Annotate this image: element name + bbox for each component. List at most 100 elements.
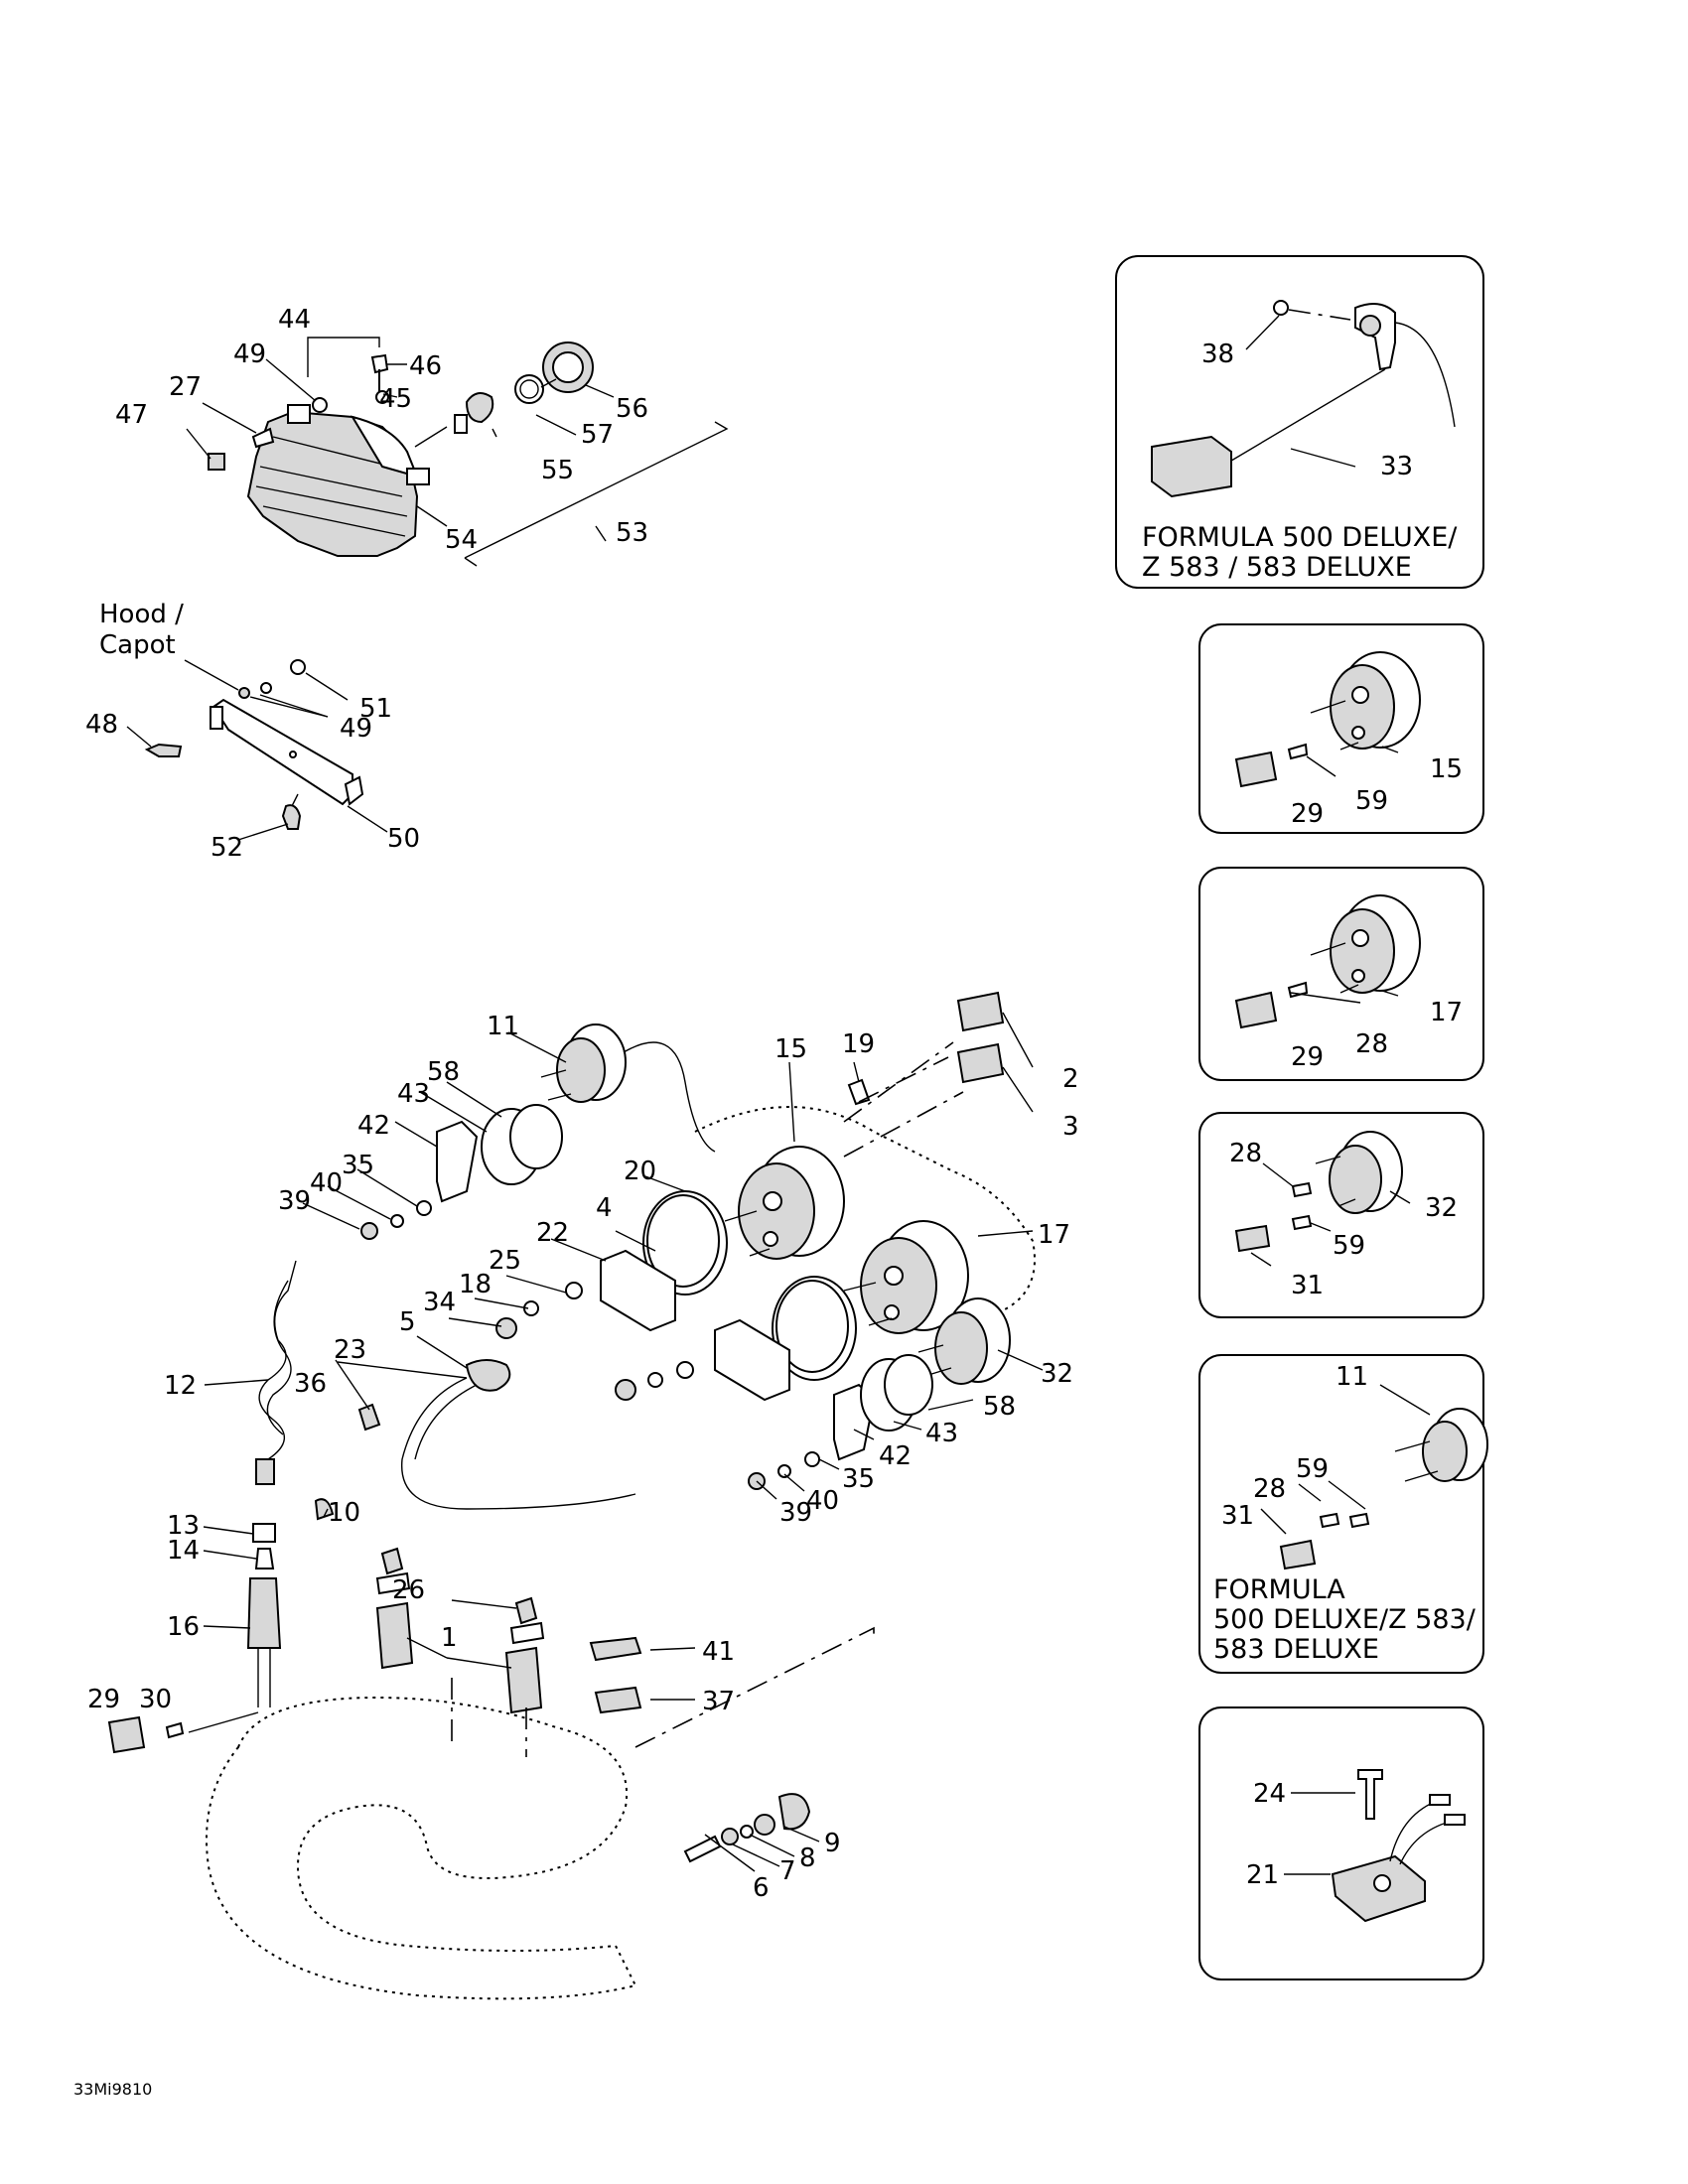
tether-cord <box>107 1260 335 1754</box>
inset-gauge-17 <box>1198 867 1484 1081</box>
callout-28c: 28 <box>1229 1139 1262 1168</box>
connector-31 <box>1234 1224 1271 1253</box>
nut-49 <box>238 687 250 699</box>
hood-label: Hood / <box>99 600 184 629</box>
handlebar-switches <box>206 1547 875 2000</box>
callout-46: 46 <box>409 351 442 381</box>
gauge-11-caption-2: 500 DELUXE/Z 583/ <box>1213 1604 1477 1635</box>
callout-42b: 42 <box>879 1441 912 1471</box>
callout-21: 21 <box>1246 1860 1279 1890</box>
callout-42: 42 <box>357 1111 390 1141</box>
callout-45: 45 <box>379 384 412 414</box>
callout-50: 50 <box>387 824 420 854</box>
callout-3: 3 <box>1062 1112 1079 1142</box>
callout-47: 47 <box>115 400 148 430</box>
inset-fuel-sender <box>1115 255 1484 589</box>
connector-29 <box>1234 751 1278 788</box>
float-33 <box>1151 435 1232 498</box>
bracket-53 <box>464 421 729 559</box>
callout-59: 59 <box>1355 786 1388 816</box>
callout-17b: 17 <box>1430 998 1463 1027</box>
dashboard-gauges <box>360 991 1036 1490</box>
screw-48 <box>144 743 183 757</box>
callout-28d: 28 <box>1253 1474 1286 1504</box>
callout-49b: 49 <box>340 714 372 744</box>
callout-27: 27 <box>169 372 202 402</box>
callout-20: 20 <box>624 1157 656 1186</box>
callout-51: 51 <box>359 694 392 724</box>
callout-35: 35 <box>342 1151 374 1180</box>
washer-49 <box>312 397 328 413</box>
callout-32b: 32 <box>1425 1193 1458 1223</box>
callout-40b: 40 <box>806 1486 839 1516</box>
drawing-code: 33Mi9810 <box>73 2080 152 2099</box>
bulb-55 <box>465 392 494 424</box>
callout-35b: 35 <box>842 1464 875 1494</box>
inset-gauge-15 <box>1198 623 1484 834</box>
callout-39: 39 <box>278 1186 311 1216</box>
callout-32: 32 <box>1041 1359 1073 1389</box>
callout-11b: 11 <box>1336 1362 1368 1392</box>
inset-gauge-11 <box>1198 1354 1488 1674</box>
capot-label: Capot <box>99 630 176 660</box>
clip-41 <box>589 1636 642 1662</box>
callout-13: 13 <box>167 1511 200 1541</box>
callout-5: 5 <box>399 1307 416 1337</box>
callout-38: 38 <box>1201 340 1234 369</box>
callout-11: 11 <box>487 1012 519 1041</box>
callout-57: 57 <box>581 420 614 450</box>
gauge-11-caption-3: 583 DELUXE <box>1213 1634 1379 1665</box>
callout-52: 52 <box>211 833 243 863</box>
callout-59b: 59 <box>1333 1231 1365 1261</box>
callout-58: 58 <box>427 1057 460 1087</box>
callout-59c: 59 <box>1296 1454 1329 1484</box>
callout-43b: 43 <box>925 1419 958 1448</box>
callout-43: 43 <box>397 1079 430 1109</box>
speedometer-cable <box>357 1359 636 1510</box>
callout-53: 53 <box>616 518 648 548</box>
clip-37 <box>594 1686 642 1714</box>
callout-16: 16 <box>167 1612 200 1642</box>
callout-34: 34 <box>423 1288 456 1317</box>
callout-10: 10 <box>328 1498 360 1528</box>
callout-55: 55 <box>541 456 574 485</box>
switch-16 <box>246 1577 282 1649</box>
callout-15: 15 <box>774 1034 807 1064</box>
callout-49: 49 <box>233 340 266 369</box>
gauge-11-caption-1: FORMULA <box>1213 1574 1345 1605</box>
fuel-sender-caption-1: FORMULA 500 DELUXE/ <box>1142 522 1458 553</box>
bracket-44 <box>307 337 380 377</box>
callout-9: 9 <box>824 1829 841 1858</box>
callout-29b: 29 <box>1291 799 1324 829</box>
fuel-sender-caption-2: Z 583 / 583 DELUXE <box>1142 552 1412 583</box>
callout-2: 2 <box>1062 1064 1079 1094</box>
callout-24: 24 <box>1253 1779 1286 1809</box>
callout-37: 37 <box>702 1687 735 1716</box>
ring-57 <box>514 374 544 404</box>
callout-56: 56 <box>616 394 648 424</box>
callout-39b: 39 <box>779 1498 812 1528</box>
callout-17: 17 <box>1038 1220 1070 1250</box>
callout-28b: 28 <box>1355 1029 1388 1059</box>
inset-regulator <box>1198 1706 1484 1980</box>
callout-26: 26 <box>392 1575 425 1605</box>
screw-24 <box>1357 1769 1383 1820</box>
grommet-52 <box>281 804 302 830</box>
headlamp-assembly <box>208 337 729 567</box>
connector-29c <box>107 1715 146 1754</box>
callout-15b: 15 <box>1430 754 1463 784</box>
callout-4: 4 <box>596 1193 613 1223</box>
bracket-50 <box>211 698 353 806</box>
callout-54: 54 <box>445 525 478 555</box>
leader-lines <box>126 315 1431 1875</box>
console-outline <box>694 1106 1036 1331</box>
connector-31b <box>1279 1539 1317 1570</box>
callout-36: 36 <box>294 1369 327 1399</box>
callout-labels: 44 49 27 47 46 45 56 57 55 54 53 Hood / … <box>73 305 1477 2099</box>
cap-10 <box>314 1498 335 1521</box>
callout-29c: 29 <box>1291 1042 1324 1072</box>
nut-47 <box>208 453 225 471</box>
callout-33: 33 <box>1380 452 1413 481</box>
connector-29b <box>1234 991 1278 1029</box>
